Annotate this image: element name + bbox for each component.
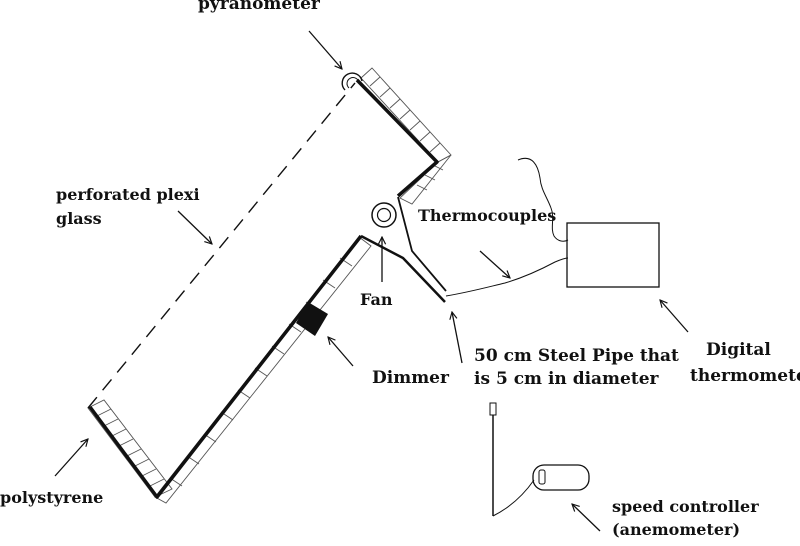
perforated-glass-label-line2: glass <box>56 209 102 228</box>
polystyrene-label: polystyrene <box>0 488 104 507</box>
speed-controller-label-line1: speed controller <box>612 497 759 516</box>
digital-thermometer-label-line1: Digital <box>706 340 771 360</box>
pyranometer-sensor <box>341 72 363 91</box>
fan-label: Fan <box>360 290 393 309</box>
pyranometer-dome <box>346 77 360 89</box>
thermocouple-wires <box>445 157 569 297</box>
steel-pipe-label-line2: is 5 cm in diameter <box>474 369 659 389</box>
polystyrene-insulation <box>87 67 452 504</box>
steel-pipe <box>360 196 447 303</box>
steel-pipe-label-line1: 50 cm Steel Pipe that <box>474 346 679 366</box>
plexi-glass-cover <box>87 82 356 409</box>
arrow-dimmer <box>328 337 354 367</box>
arrow-speed-controller <box>572 504 601 532</box>
anemometer <box>489 402 590 517</box>
arrow-steel-pipe <box>452 312 463 364</box>
pointer-arrows <box>54 30 689 532</box>
arrow-polystyrene <box>54 439 88 477</box>
digital-thermometer-label-line2: thermometer <box>690 366 800 386</box>
speed-controller-label-line2: (anemometer) <box>612 520 741 539</box>
speed-controller-box <box>532 464 590 491</box>
fan-icon <box>371 202 397 228</box>
pyranometer-label: pyranometer <box>198 0 320 14</box>
arrow-thermocouples <box>479 250 510 278</box>
arrow-perforated-glass <box>177 210 212 244</box>
digital-thermometer-box <box>566 222 660 288</box>
dimmer-label: Dimmer <box>372 368 449 388</box>
dimmer-box <box>296 302 328 336</box>
collector-walls <box>88 78 439 499</box>
anemometer-probe-tip <box>489 402 497 416</box>
arrow-pyranometer <box>308 30 342 69</box>
thermocouples-label: Thermocouples <box>418 206 557 225</box>
arrow-digital-thermometer <box>660 300 689 333</box>
perforated-glass-label-line1: perforated plexi <box>56 185 200 204</box>
